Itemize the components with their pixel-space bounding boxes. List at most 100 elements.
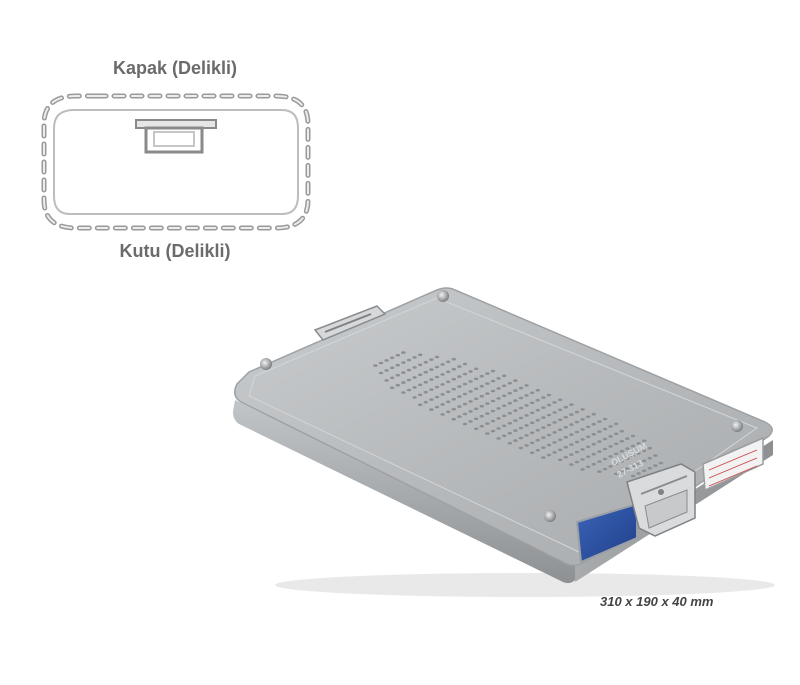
perforation-hole	[490, 409, 496, 413]
perforation-hole	[412, 356, 417, 359]
perforation-hole	[518, 446, 524, 450]
perforation-hole	[468, 380, 473, 383]
perforation-hole	[451, 397, 456, 401]
perforation-hole	[479, 414, 484, 418]
perforation-hole	[474, 377, 479, 381]
perforation-hole	[462, 362, 468, 366]
perforation-hole	[423, 380, 428, 384]
perforation-hole	[418, 403, 423, 407]
perforation-hole	[625, 447, 630, 450]
perforation-hole	[518, 416, 524, 420]
perforation-hole	[513, 399, 518, 402]
perforation-hole	[518, 396, 524, 400]
perforation-hole	[496, 417, 501, 420]
perforation-hole	[468, 400, 473, 403]
perforation-hole	[524, 384, 529, 387]
perforation-hole	[563, 455, 568, 459]
perforation-hole	[395, 373, 400, 377]
perforation-hole	[569, 403, 574, 406]
perforation-hole	[608, 445, 613, 448]
perforation-hole	[440, 363, 445, 366]
perforation-hole	[541, 446, 546, 449]
perforation-hole	[446, 400, 451, 404]
perforation-hole	[569, 463, 574, 466]
perforation-hole	[630, 464, 636, 468]
front-latch-icon	[626, 463, 696, 537]
perforation-hole	[552, 451, 557, 454]
perforation-hole	[608, 465, 613, 468]
perforation-hole	[518, 426, 524, 430]
perforation-hole	[479, 394, 484, 398]
perforation-hole	[630, 454, 636, 458]
perforation-hole	[440, 373, 445, 376]
perforation-hole	[451, 387, 456, 391]
perforation-hole	[451, 417, 456, 421]
perforation-hole	[608, 455, 613, 458]
perforation-hole	[586, 445, 591, 449]
perforation-hole	[462, 392, 468, 396]
perforation-hole	[474, 417, 479, 421]
perforation-hole	[434, 395, 440, 399]
perforation-hole	[535, 408, 540, 412]
perforation-hole	[384, 379, 389, 382]
perforation-hole	[563, 435, 568, 439]
perforation-hole	[597, 470, 602, 473]
perforation-hole	[535, 418, 540, 422]
perforation-hole	[401, 371, 406, 374]
perforation-hole	[541, 436, 546, 439]
perforation-hole	[602, 467, 608, 471]
perforation-hole	[563, 425, 568, 429]
perforation-hole	[535, 448, 540, 452]
perforation-hole	[574, 410, 580, 414]
perforation-hole	[546, 453, 552, 457]
perforation-hole	[642, 439, 647, 443]
perforation-hole	[530, 431, 535, 435]
perforation-hole	[552, 411, 557, 414]
perforation-hole	[541, 416, 546, 419]
perforation-hole	[395, 363, 400, 367]
perforation-hole	[636, 442, 641, 445]
perforation-hole	[496, 437, 501, 440]
perforation-hole	[524, 394, 529, 397]
perforation-hole	[574, 440, 580, 444]
perforation-hole	[406, 368, 412, 372]
perforation-hole	[591, 462, 596, 466]
perforation-pattern	[373, 351, 664, 478]
perforation-hole	[580, 428, 585, 431]
perforation-hole	[558, 428, 563, 432]
perforation-hole	[496, 427, 501, 430]
perforation-hole	[546, 403, 552, 407]
perforation-hole	[479, 374, 484, 378]
perforation-hole	[569, 413, 574, 416]
perforation-hole	[429, 358, 434, 361]
perforation-hole	[602, 447, 608, 451]
perforation-hole	[558, 408, 563, 412]
perforation-hole	[636, 452, 641, 455]
perforation-hole	[384, 369, 389, 372]
perforation-hole	[574, 430, 580, 434]
perforation-hole	[614, 452, 619, 456]
perforation-hole	[474, 367, 479, 371]
perforation-hole	[530, 421, 535, 425]
perforation-hole	[614, 462, 619, 466]
perforation-hole	[535, 438, 540, 442]
perforation-hole	[552, 421, 557, 424]
perforation-hole	[591, 452, 596, 456]
perforation-hole	[580, 408, 585, 411]
perforation-hole	[597, 420, 602, 423]
perforation-hole	[418, 363, 423, 367]
perforation-hole	[423, 400, 428, 404]
perforation-hole	[496, 377, 501, 380]
perforation-hole	[490, 369, 496, 373]
perforation-hole	[513, 439, 518, 442]
perforation-hole	[569, 423, 574, 426]
perforation-hole	[636, 472, 641, 475]
perforation-hole	[586, 455, 591, 459]
perforation-hole	[378, 361, 384, 365]
perforation-hole	[558, 448, 563, 452]
perforation-hole	[390, 386, 395, 390]
box-label: Kutu (Delikli)	[119, 241, 231, 261]
perforation-hole	[440, 393, 445, 396]
perforation-hole	[658, 461, 664, 465]
perforation-hole	[401, 381, 406, 384]
